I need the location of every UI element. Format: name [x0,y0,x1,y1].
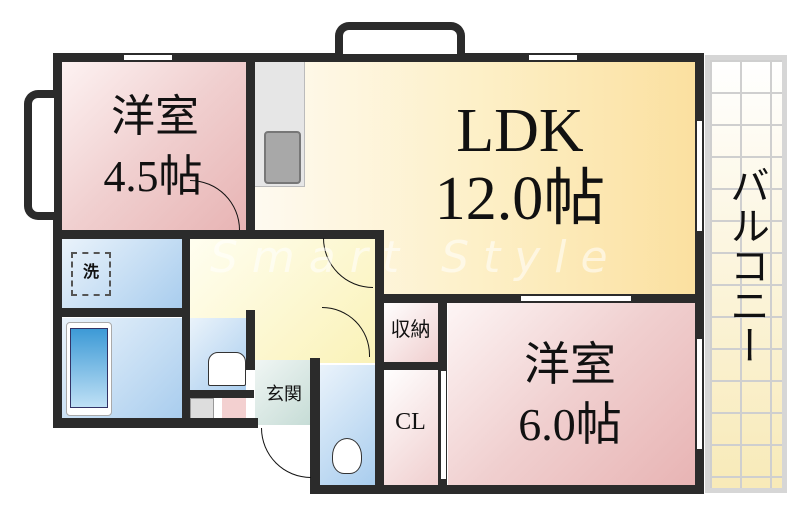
wall-top-ldk [247,53,704,62]
entrance-label: 玄関 [266,384,302,404]
storage-room [383,302,438,362]
bathtub-water [70,328,108,408]
wall-bottom-main [310,485,704,494]
wall-bottom-bath [53,418,258,428]
washer-space [71,252,111,296]
sliding-door-room2 [520,295,632,302]
wall-bath-divider [53,308,183,317]
wall-room1-right [246,53,255,238]
pipe-shaft [190,398,214,420]
wall-storage-bottom [375,362,445,370]
western-room-6-0-name: 洋室 [524,339,616,390]
balcony-label: バルコニー [723,165,769,365]
wall-bath-right [182,238,190,428]
door-entrance[interactable] [261,428,311,478]
ldk-name: LDK [456,97,584,165]
window-ldk-top [528,54,578,61]
western-room-6-0 [448,302,695,485]
western-room-4-5-size: 4.5帖 [103,152,203,201]
closet-room [383,370,438,485]
sink-icon [264,131,301,184]
western-room-6-0-size: 6.0帖 [518,399,622,450]
closet-door [440,370,447,480]
balcony [705,55,787,493]
toilet-icon [332,438,362,474]
ldk-size: 12.0帖 [434,165,606,233]
window-room2-right [696,338,703,450]
wall-room1-bottom [53,230,378,239]
wall-basin-right [246,310,255,370]
bay-window-top [335,22,465,54]
storage-label: 収納 [390,319,431,341]
entrance-step [222,398,246,420]
wall-toilet-left [310,358,320,494]
wall-left [53,53,62,428]
entrance [255,360,310,425]
wall-right [695,53,704,494]
western-room-4-5-name: 洋室 [111,92,199,141]
bay-window-left [24,90,54,220]
window-ldk-right [696,120,703,232]
washroom [62,238,182,308]
wall-basin-bottom [182,390,254,398]
window-room1-top [123,54,173,61]
washer-label: 洗 [82,262,99,281]
washbasin-icon [208,352,246,386]
watermark: Smart Style [210,232,622,283]
closet-label: CL [395,409,426,435]
